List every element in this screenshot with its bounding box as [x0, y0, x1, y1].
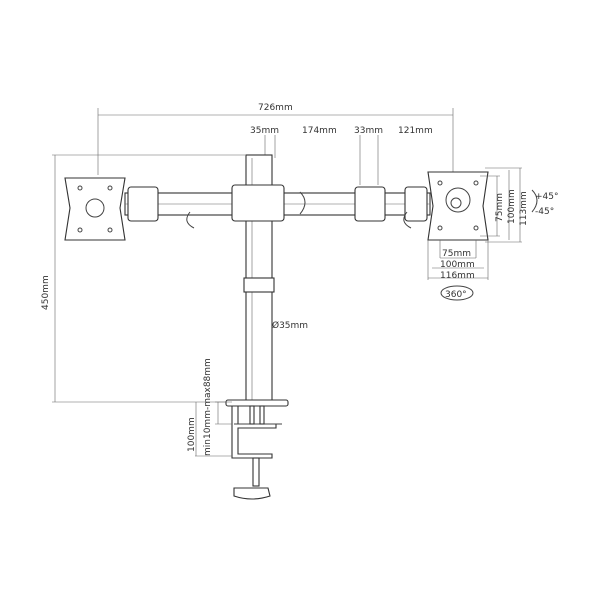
tilt-arrow-icon [531, 189, 538, 213]
label-pole-diameter: Ø35mm [272, 320, 308, 331]
segment-dimensions: 35mm 174mm 33mm 121mm [250, 126, 433, 185]
label-plate-113: 113mm [519, 191, 529, 226]
left-vesa-plate [64, 177, 126, 241]
right-vesa-plate: 75mm 100mm 113mm 75mm 100mm 116mm 360° +… [427, 167, 559, 301]
label-tilt-up: +45° [535, 192, 559, 202]
label-726: 726mm [258, 103, 293, 113]
label-clamp-100: 100mm [187, 417, 197, 452]
desk-clamp: 100mm min10mm-max88mm [187, 358, 289, 500]
label-121: 121mm [398, 126, 433, 136]
label-tilt-down: -45° [535, 207, 554, 217]
label-desk-thickness: min10mm-max88mm [203, 358, 213, 456]
label-450: 450mm [41, 275, 51, 310]
arms [124, 184, 431, 229]
label-33: 33mm [354, 126, 383, 136]
label-vesa-100-v: 100mm [507, 189, 517, 224]
width-dimension: 726mm [97, 103, 454, 175]
label-rotation: 360° [445, 290, 467, 300]
label-vesa-75-h: 75mm [442, 249, 471, 259]
label-35: 35mm [250, 126, 279, 136]
label-plate-116: 116mm [440, 271, 475, 281]
height-dimension: 450mm [41, 154, 245, 403]
label-vesa-100-h: 100mm [440, 260, 475, 270]
label-vesa-75-v: 75mm [495, 193, 505, 222]
label-174: 174mm [302, 126, 337, 136]
